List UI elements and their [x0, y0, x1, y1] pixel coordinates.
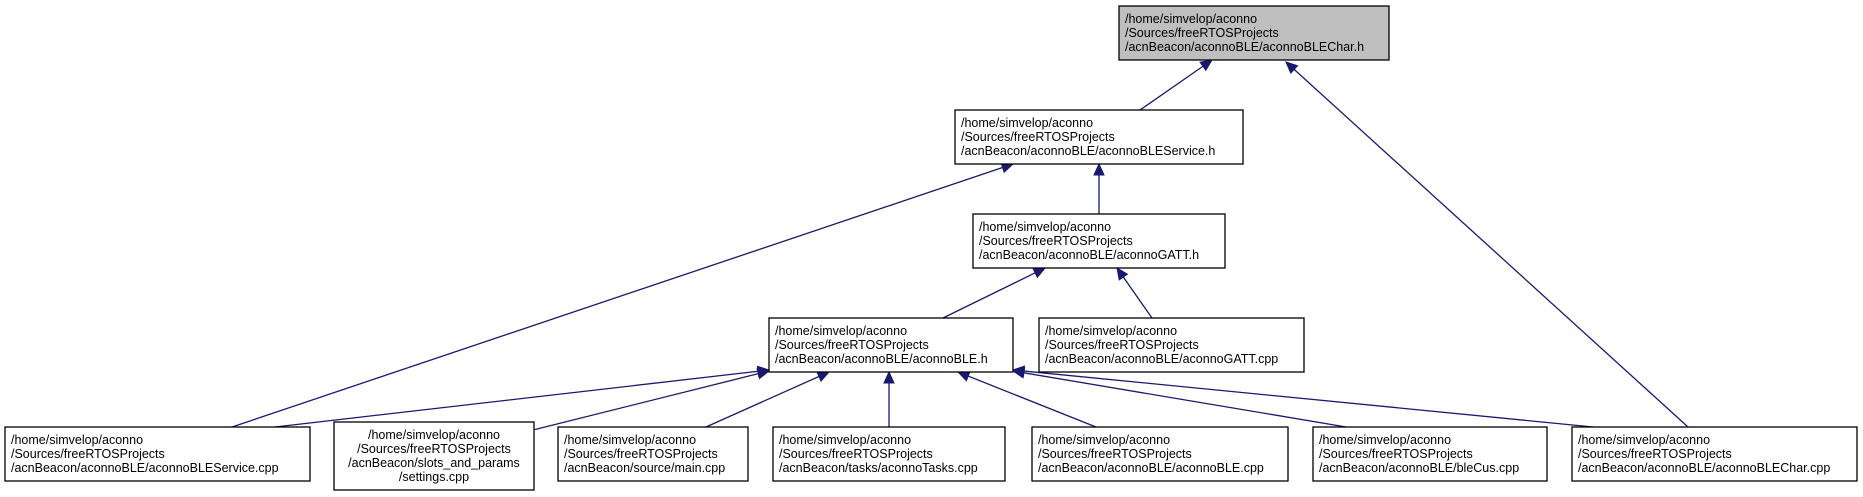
edge-arrowhead [1032, 267, 1047, 279]
edge-arrowhead [1285, 61, 1299, 75]
file-path-line: /home/simvelop/aconno [1045, 324, 1177, 338]
file-path-line: /Sources/freeRTOSProjects [1045, 338, 1199, 352]
file-box[interactable] [972, 213, 1226, 269]
file-path-line: /acnBeacon/aconnoBLE/aconnoGATT.cpp [1045, 352, 1278, 366]
edge-service_cpp-to-service_h [231, 166, 1003, 428]
file-path-line: /acnBeacon/aconnoBLE/aconnoGATT.h [979, 248, 1199, 262]
file-path-line: /Sources/freeRTOSProjects [1038, 447, 1192, 461]
file-path-line: /acnBeacon/slots_and_params [348, 456, 520, 470]
edge-arrowhead [883, 370, 895, 384]
file-box[interactable] [4, 426, 311, 482]
node-settings_cpp[interactable]: /home/simvelop/aconno/Sources/freeRTOSPr… [333, 421, 535, 491]
file-box[interactable] [772, 426, 1006, 482]
node-service_cpp[interactable]: /home/simvelop/aconno/Sources/freeRTOSPr… [4, 426, 311, 482]
node-char_cpp[interactable]: /home/simvelop/aconno/Sources/freeRTOSPr… [1571, 426, 1858, 482]
file-path-line: /acnBeacon/source/main.cpp [564, 461, 725, 475]
edge-ble_cpp-to-ble_h [967, 375, 1097, 428]
edge-arrowhead [1011, 365, 1026, 377]
node-tasks_cpp[interactable]: /home/simvelop/aconno/Sources/freeRTOSPr… [772, 426, 1006, 482]
file-path-line: /acnBeacon/aconnoBLE/aconnoBLE.cpp [1038, 461, 1264, 475]
file-path-line: /Sources/freeRTOSProjects [11, 447, 165, 461]
edge-ble_h-to-gatt_h [942, 272, 1036, 319]
edge-arrowhead [1116, 267, 1129, 281]
edges-layer [231, 59, 1689, 431]
file-box[interactable] [1031, 426, 1289, 482]
node-ble_cpp[interactable]: /home/simvelop/aconno/Sources/freeRTOSPr… [1031, 426, 1289, 482]
file-path-line: /acnBeacon/tasks/aconnoTasks.cpp [779, 461, 978, 475]
edge-arrowhead [816, 371, 831, 382]
node-gatt_h[interactable]: /home/simvelop/aconno/Sources/freeRTOSPr… [972, 213, 1226, 269]
file-path-line: /home/simvelop/aconno [1578, 433, 1710, 447]
file-box[interactable] [1312, 426, 1548, 482]
file-path-line: /acnBeacon/aconnoBLE/aconnoBLEChar.h [1125, 40, 1364, 54]
file-path-line: /home/simvelop/aconno [1125, 12, 1257, 26]
edge-arrowhead [1199, 59, 1213, 72]
root-file-box[interactable] [1118, 5, 1390, 61]
node-blecus_cpp[interactable]: /home/simvelop/aconno/Sources/freeRTOSPr… [1312, 426, 1548, 482]
file-path-line: /home/simvelop/aconno [979, 220, 1111, 234]
file-path-line: /Sources/freeRTOSProjects [779, 447, 933, 461]
file-box[interactable] [333, 421, 535, 491]
file-path-line: /Sources/freeRTOSProjects [979, 234, 1133, 248]
file-path-line: /home/simvelop/aconno [1319, 433, 1451, 447]
file-path-line: /Sources/freeRTOSProjects [1319, 447, 1473, 461]
file-path-line: /acnBeacon/aconnoBLE/aconnoBLEService.cp… [11, 461, 279, 475]
file-path-line: /Sources/freeRTOSProjects [961, 130, 1115, 144]
file-path-line: /home/simvelop/aconno [779, 433, 911, 447]
file-path-line: /Sources/freeRTOSProjects [1578, 447, 1732, 461]
node-main_cpp[interactable]: /home/simvelop/aconno/Sources/freeRTOSPr… [557, 426, 749, 482]
file-path-line: /settings.cpp [399, 470, 469, 484]
file-path-line: /Sources/freeRTOSProjects [775, 338, 929, 352]
file-path-line: /acnBeacon/aconnoBLE/aconnoBLEService.h [961, 144, 1215, 158]
file-path-line: /acnBeacon/aconnoBLE/aconnoBLEChar.cpp [1578, 461, 1830, 475]
file-path-line: /acnBeacon/aconnoBLE/bleCus.cpp [1319, 461, 1519, 475]
file-box[interactable] [954, 109, 1244, 165]
file-path-line: /acnBeacon/aconnoBLE/aconnoBLE.h [775, 352, 988, 366]
file-path-line: /Sources/freeRTOSProjects [564, 447, 718, 461]
node-char_h[interactable]: /home/simvelop/aconno/Sources/freeRTOSPr… [1118, 5, 1390, 61]
edge-arrowhead [956, 370, 971, 382]
node-service_h[interactable]: /home/simvelop/aconno/Sources/freeRTOSPr… [954, 109, 1244, 165]
edge-service_h-to-char_h [1139, 65, 1204, 111]
file-box[interactable] [557, 426, 749, 482]
node-ble_h[interactable]: /home/simvelop/aconno/Sources/freeRTOSPr… [768, 317, 1014, 373]
edge-main_cpp-to-ble_h [705, 375, 820, 428]
edge-char_cpp-to-ble_h [1023, 370, 1594, 428]
edge-service_cpp-to-ble_h [274, 370, 759, 428]
nodes-layer: /home/simvelop/aconno/Sources/freeRTOSPr… [4, 5, 1858, 491]
file-box[interactable] [768, 317, 1014, 373]
file-path-line: /home/simvelop/aconno [1038, 433, 1170, 447]
node-gatt_cpp[interactable]: /home/simvelop/aconno/Sources/freeRTOSPr… [1038, 317, 1305, 373]
edge-blecus_cpp-to-ble_h [1023, 372, 1347, 428]
file-path-line: /Sources/freeRTOSProjects [357, 442, 511, 456]
edge-settings_cpp-to-ble_h [532, 373, 759, 431]
file-path-line: /home/simvelop/aconno [11, 433, 143, 447]
file-path-line: /home/simvelop/aconno [368, 428, 500, 442]
file-box[interactable] [1038, 317, 1305, 373]
edge-arrowhead [756, 368, 771, 380]
file-box[interactable] [1571, 426, 1858, 482]
edge-arrowhead [1093, 162, 1105, 176]
edge-gatt_cpp-to-gatt_h [1122, 276, 1153, 319]
file-path-line: /home/simvelop/aconno [564, 433, 696, 447]
edge-char_cpp-to-char_h [1293, 68, 1689, 428]
file-path-line: /Sources/freeRTOSProjects [1125, 26, 1279, 40]
file-path-line: /home/simvelop/aconno [961, 116, 1093, 130]
file-path-line: /home/simvelop/aconno [775, 324, 907, 338]
